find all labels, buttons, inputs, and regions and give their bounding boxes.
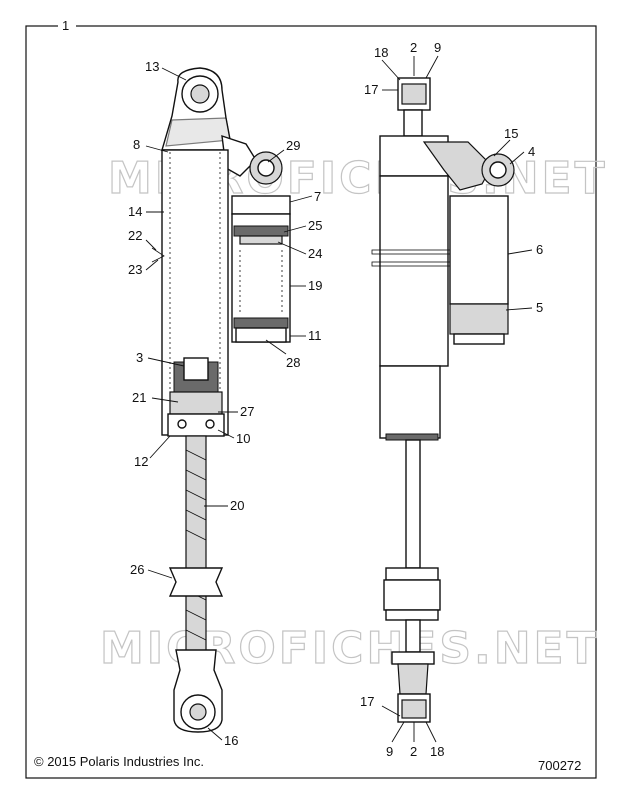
callout-29: 29 bbox=[286, 138, 300, 153]
callout-13: 13 bbox=[145, 59, 159, 74]
callout-18-bottom: 18 bbox=[430, 744, 444, 759]
drawing-number: 700272 bbox=[538, 758, 581, 773]
callout-2-top: 2 bbox=[410, 40, 417, 55]
callout-9-bottom: 9 bbox=[386, 744, 393, 759]
callouts: 13 8 29 7 14 25 22 24 23 19 11 28 3 21 2… bbox=[128, 40, 543, 759]
callout-22: 22 bbox=[128, 228, 142, 243]
copyright-text: © 2015 Polaris Industries Inc. bbox=[34, 754, 204, 769]
callout-16: 16 bbox=[224, 733, 238, 748]
callout-21: 21 bbox=[132, 390, 146, 405]
callout-27: 27 bbox=[240, 404, 254, 419]
callout-9-top: 9 bbox=[434, 40, 441, 55]
callout-17-bottom: 17 bbox=[360, 694, 374, 709]
watermark-bottom: MICROFICHES.NET bbox=[100, 623, 600, 674]
leader-lines bbox=[145, 55, 533, 743]
callout-26: 26 bbox=[130, 562, 144, 577]
callout-8: 8 bbox=[133, 137, 140, 152]
callout-24: 24 bbox=[308, 246, 322, 261]
callout-14: 14 bbox=[128, 204, 142, 219]
diagram-border bbox=[25, 25, 597, 779]
callout-7: 7 bbox=[314, 189, 321, 204]
callout-12: 12 bbox=[134, 454, 148, 469]
cutaway-shock bbox=[151, 67, 291, 733]
callout-19: 19 bbox=[308, 278, 322, 293]
callout-28: 28 bbox=[286, 355, 300, 370]
callout-17-top: 17 bbox=[364, 82, 378, 97]
callout-11: 11 bbox=[308, 328, 322, 343]
callout-5: 5 bbox=[536, 300, 543, 315]
callout-10: 10 bbox=[236, 431, 250, 446]
assembled-shock bbox=[371, 77, 515, 723]
callout-15: 15 bbox=[504, 126, 518, 141]
callout-18-top: 18 bbox=[374, 45, 388, 60]
callout-20: 20 bbox=[230, 498, 244, 513]
frame-label: 1 bbox=[62, 18, 69, 33]
callout-23: 23 bbox=[128, 262, 142, 277]
callout-4: 4 bbox=[528, 144, 535, 159]
callout-6: 6 bbox=[536, 242, 543, 257]
callout-2-bottom: 2 bbox=[410, 744, 417, 759]
callout-25: 25 bbox=[308, 218, 322, 233]
callout-3: 3 bbox=[136, 350, 143, 365]
